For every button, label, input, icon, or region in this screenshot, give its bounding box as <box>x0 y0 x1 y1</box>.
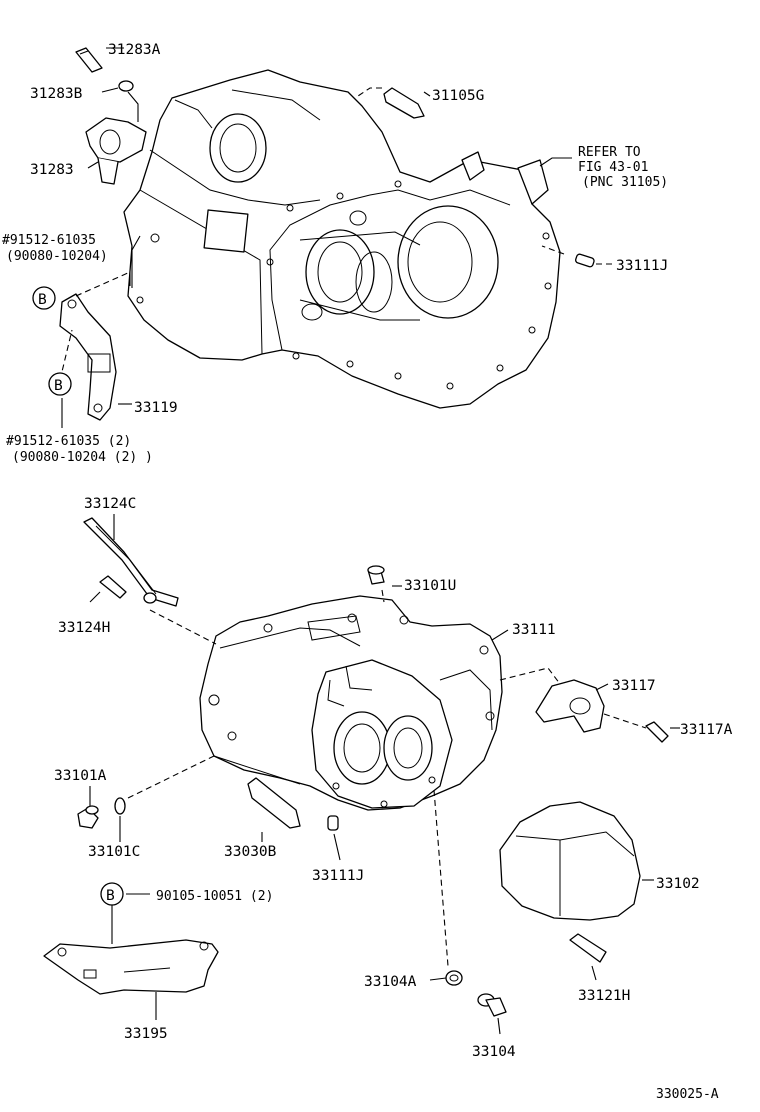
marker-b-2-text: B <box>54 378 63 394</box>
bracket-33119 <box>59 293 117 421</box>
refer-fig-text: FIG 43-01 <box>578 160 648 175</box>
label-31283b: 31283B <box>30 86 83 102</box>
marker-b-1-text: B <box>38 292 47 308</box>
label-33104: 33104 <box>472 1044 516 1060</box>
label-hash-91512-61035-qty2: #91512-61035 (2) <box>6 434 131 449</box>
label-33124h: 33124H <box>58 620 110 636</box>
label-33121h: 33121H <box>578 988 630 1004</box>
marker-b-3-text: B <box>106 888 115 904</box>
label-33102: 33102 <box>656 876 700 892</box>
label-33101a: 33101A <box>54 768 107 784</box>
oil-seal-retainer-31283 <box>85 117 147 185</box>
bolt-33030b <box>247 777 301 829</box>
upper-leader-lines <box>59 47 612 428</box>
plate-33195 <box>43 939 219 995</box>
label-33124c: 33124C <box>84 496 136 512</box>
bolt-31283a <box>75 47 103 73</box>
refer-pnc-text: (PNC 31105) <box>582 175 668 190</box>
figure-id: 330025-A <box>656 1087 719 1102</box>
marker-b-1: B <box>32 286 56 310</box>
gasket-33104a <box>445 970 463 986</box>
label-33111j-lower: 33111J <box>312 868 364 884</box>
pin-33111j-lower <box>327 815 339 831</box>
gasket-33101c <box>114 797 126 815</box>
label-33111: 33111 <box>512 622 556 638</box>
marker-b-3: B <box>100 882 124 906</box>
transmission-case-upper <box>123 69 561 409</box>
shift-cable-bracket-33124c <box>83 517 179 607</box>
refer-to-text: REFER TO <box>578 145 641 160</box>
label-33117: 33117 <box>612 678 656 694</box>
pin-33111j-upper <box>575 253 595 268</box>
label-33101u: 33101U <box>404 578 456 594</box>
label-33030b: 33030B <box>224 844 277 860</box>
plug-33101u <box>367 565 385 585</box>
plug-33101a <box>77 805 99 829</box>
label-31283a: 31283A <box>108 42 161 58</box>
label-33104a: 33104A <box>364 974 417 990</box>
cover-33102 <box>499 801 641 921</box>
label-33111j-upper: 33111J <box>616 258 668 274</box>
label-hash-91512-61035: #91512-61035 <box>2 233 96 248</box>
label-31283: 31283 <box>30 162 74 178</box>
label-90080-10204: (90080-10204) <box>6 249 108 264</box>
label-33117a: 33117A <box>680 722 733 738</box>
label-33101c: 33101C <box>88 844 140 860</box>
bolt-33124h <box>99 575 127 599</box>
marker-b-2: B <box>48 372 72 396</box>
transaxle-housing-lower <box>199 595 503 811</box>
bolt-33121h <box>569 933 607 963</box>
part-labels: 31283A 31283B 31283 31105G REFER TO FIG … <box>2 42 733 1102</box>
label-31105g: 31105G <box>432 88 484 104</box>
lower-leader-lines <box>89 514 680 1035</box>
drain-plug-33104 <box>477 993 507 1017</box>
pin-31283b <box>118 80 134 92</box>
label-90080-10204-qty2: (90080-10204 (2) ) <box>12 450 153 465</box>
label-33195: 33195 <box>124 1026 168 1042</box>
label-90105-10051: 90105-10051 (2) <box>156 889 273 904</box>
bolt-33117a <box>645 721 669 743</box>
label-33119: 33119 <box>134 400 178 416</box>
bolt-31105g <box>383 87 425 119</box>
bracket-33117 <box>535 679 605 733</box>
